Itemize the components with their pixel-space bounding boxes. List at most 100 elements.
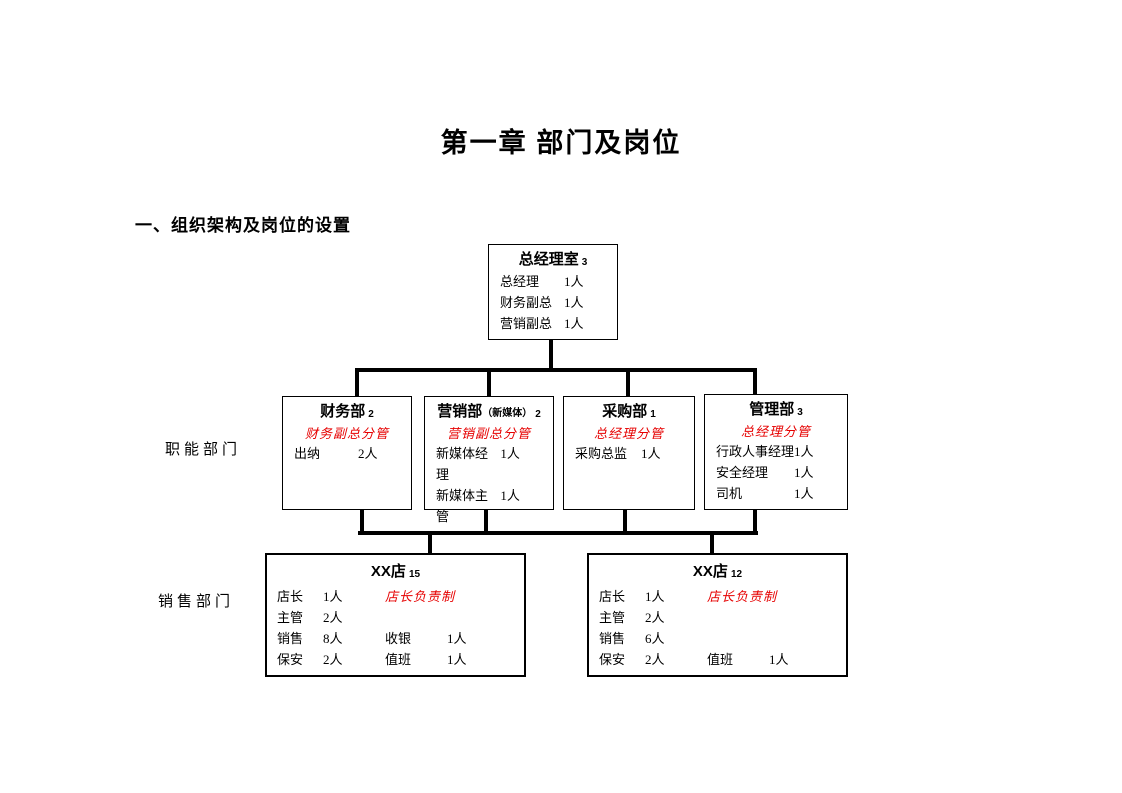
store-2-roles: 店长 1人 店长负责制 主管 2人 销售 6人 保安 2人 值班 1人 (589, 586, 846, 670)
role-count: 1人 (794, 444, 814, 459)
role-count: 1人 (641, 446, 661, 461)
store-row: 销售 8人 收银 1人 (277, 628, 524, 649)
connector-drop-admin (753, 372, 757, 395)
role-count: 1人 (794, 465, 814, 480)
role-count: 2人 (358, 446, 378, 461)
connector-trunk1-hbar (355, 368, 757, 372)
store-management-note: 店长负责制 (385, 589, 456, 604)
role-title (707, 607, 769, 628)
role-title: 销售 (599, 631, 626, 646)
role-count: 8人 (323, 631, 343, 646)
connector-rise-purchasing (623, 510, 627, 534)
role-title: 保安 (277, 652, 304, 667)
store-management-note: 店长负责制 (707, 589, 778, 604)
dept-headcount: 3 (581, 257, 588, 268)
role-title: 店长 (277, 589, 304, 604)
role-count: 2人 (645, 610, 665, 625)
role-title (385, 607, 447, 628)
store-row: 保安 2人 值班 1人 (599, 649, 846, 670)
dept-headcount: 3 (797, 407, 803, 418)
role-title: 收银 (385, 631, 412, 646)
role-title: 财务副总 (500, 295, 553, 310)
role-count: 1人 (447, 652, 467, 667)
role-row: 出纳 2人 (283, 443, 411, 464)
role-row: 安全经理 1人 (705, 462, 847, 483)
store-name: XX店 (692, 563, 728, 580)
role-title: 新媒体经理 (436, 446, 489, 482)
role-count (769, 628, 846, 649)
dept-headcount: 1 (650, 409, 656, 420)
connector-root-stem (549, 340, 553, 372)
supervisor-note: 总经理分管 (740, 424, 811, 439)
role-count: 1人 (564, 274, 584, 289)
dept-name: 总经理室 (518, 251, 579, 268)
role-count: 1人 (564, 316, 584, 331)
role-count: 2人 (323, 610, 343, 625)
group-label-sales: 销售部门 (158, 594, 235, 610)
connector-drop-finance (355, 372, 359, 397)
dept-headcount: 2 (368, 409, 374, 420)
role-title (707, 628, 769, 649)
role-title: 安全经理 (716, 465, 769, 480)
connector-drop-store1 (428, 535, 432, 553)
role-row: 财务副总 1人 (489, 292, 617, 313)
role-row: 行政人事经理 1人 (705, 441, 847, 462)
role-title: 店长 (599, 589, 626, 604)
store-row: 销售 6人 (599, 628, 846, 649)
role-count: 2人 (645, 652, 665, 667)
role-title: 主管 (277, 610, 304, 625)
role-row: 司机 1人 (705, 483, 847, 504)
role-count (447, 607, 524, 628)
connector-drop-purchasing (626, 372, 630, 397)
role-count: 1人 (447, 631, 467, 646)
connector-rise-marketing (484, 510, 488, 534)
role-count: 1人 (500, 446, 520, 461)
node-marketing-title: 营销部（新媒体）2 (425, 402, 553, 423)
dept-name: 管理部 (749, 401, 795, 418)
connector-rise-admin (753, 510, 757, 534)
store-row: 店长 1人 店长负责制 (599, 586, 846, 607)
role-count: 1人 (564, 295, 584, 310)
dept-name: 财务部 (320, 403, 366, 420)
store-row: 主管 2人 (599, 607, 846, 628)
dept-name: 采购部 (602, 403, 648, 420)
role-title: 司机 (716, 486, 743, 501)
store-name: XX店 (370, 563, 406, 580)
role-count: 1人 (645, 589, 665, 604)
chapter-title: 第一章 部门及岗位 (440, 128, 682, 158)
role-title: 主管 (599, 610, 626, 625)
role-title: 采购总监 (575, 446, 628, 461)
node-marketing-dept: 营销部（新媒体）2 营销副总分管 新媒体经理 1人 新媒体主管 1人 (424, 396, 554, 524)
dept-name-suffix: （新媒体） (482, 408, 533, 419)
connector-trunk2-hbar (358, 531, 758, 535)
role-count: 1人 (794, 486, 814, 501)
role-title: 销售 (277, 631, 304, 646)
role-title: 值班 (707, 652, 734, 667)
dept-headcount: 2 (535, 409, 541, 420)
role-title: 新媒体主管 (436, 488, 489, 524)
dept-name: 营销部 (437, 403, 483, 420)
role-count (769, 607, 846, 628)
role-row: 营销副总 1人 (489, 313, 617, 334)
role-title: 保安 (599, 652, 626, 667)
role-count: 1人 (769, 652, 789, 667)
connector-drop-marketing (487, 372, 491, 397)
role-title: 营销副总 (500, 316, 553, 331)
connector-drop-store2 (710, 535, 714, 553)
store-row: 店长 1人 店长负责制 (277, 586, 524, 607)
role-count: 2人 (323, 652, 343, 667)
role-title: 行政人事经理 (716, 444, 795, 459)
store-1-roles: 店长 1人 店长负责制 主管 2人 销售 8人 收银 1人 保安 2人 值班 1… (267, 586, 524, 670)
